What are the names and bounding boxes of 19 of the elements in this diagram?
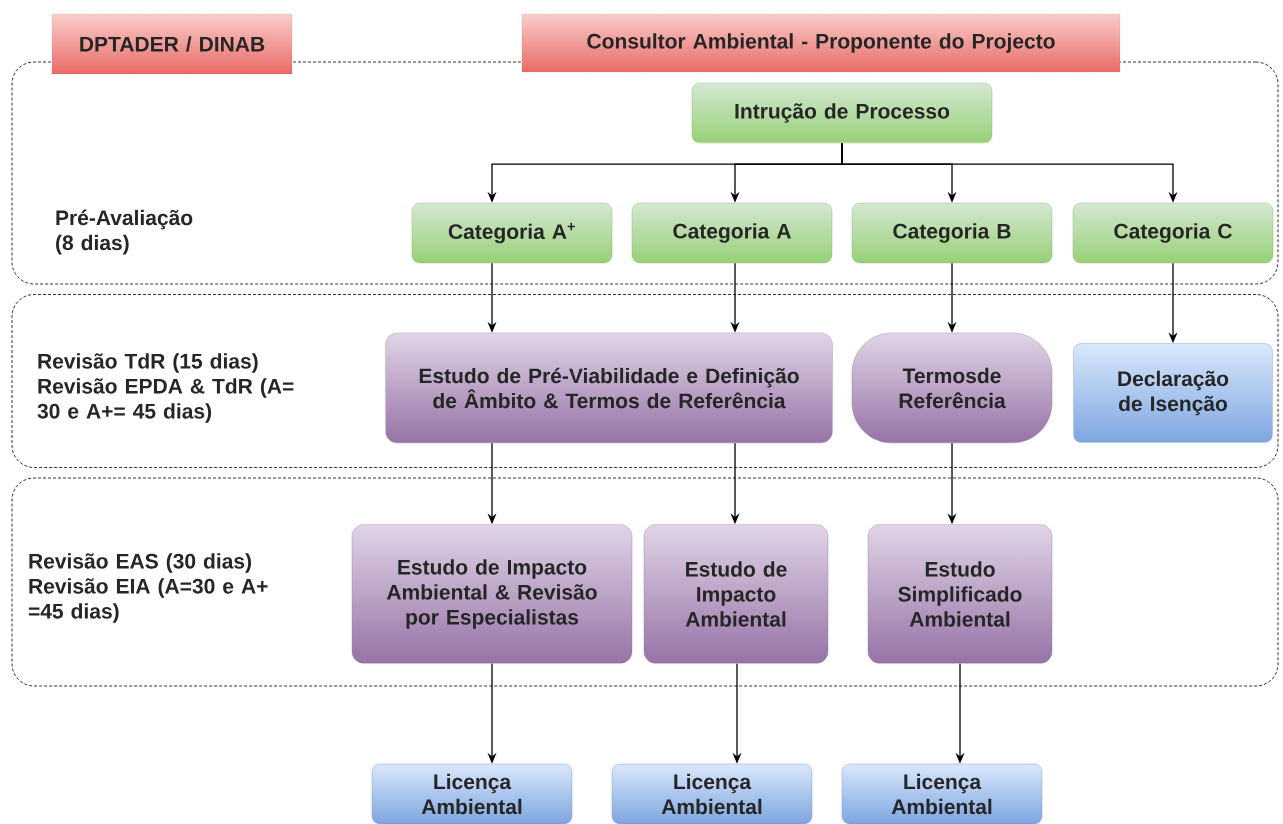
process-box: Termosde Referência xyxy=(851,332,1053,444)
process-box: Estudo de Impacto Ambiental xyxy=(643,524,829,664)
phase-label: Revisão TdR (15 dias) Revisão EPDA & TdR (A= 30 e A+= 45 dias) xyxy=(37,353,294,423)
result-box: Licença Ambiental xyxy=(371,763,573,824)
result-box: Declaração de Isenção xyxy=(1073,343,1273,443)
process-box: Estudo Simplificado Ambiental xyxy=(867,524,1053,664)
category-box: Categoria A xyxy=(631,202,833,264)
role-header: DPTADER / DINAB xyxy=(51,13,293,75)
category-box: Categoria A$^{+}$ xyxy=(411,202,613,264)
result-box: Licença Ambiental xyxy=(611,763,813,824)
phase-label: Pré-Avaliação (8 dias) xyxy=(56,209,193,255)
process-box: Estudo de Impacto Ambiental & Revisão por Especialistas xyxy=(351,524,633,664)
process-box: Intrução de Processo xyxy=(691,82,993,144)
process-box: Estudo de Pré-Viabilidade e Definição de Âmbito & Termos de Referência xyxy=(385,332,833,444)
category-box: Categoria B xyxy=(851,202,1053,264)
role-header: Consultor Ambiental - Proponente do Projecto xyxy=(521,13,1121,73)
category-box: Categoria C xyxy=(1072,202,1274,264)
result-box: Licença Ambiental xyxy=(841,763,1043,824)
phase-label: Revisão EAS (30 dias) Revisão EIA (A=30 e A+ =45 dias) xyxy=(28,553,268,623)
